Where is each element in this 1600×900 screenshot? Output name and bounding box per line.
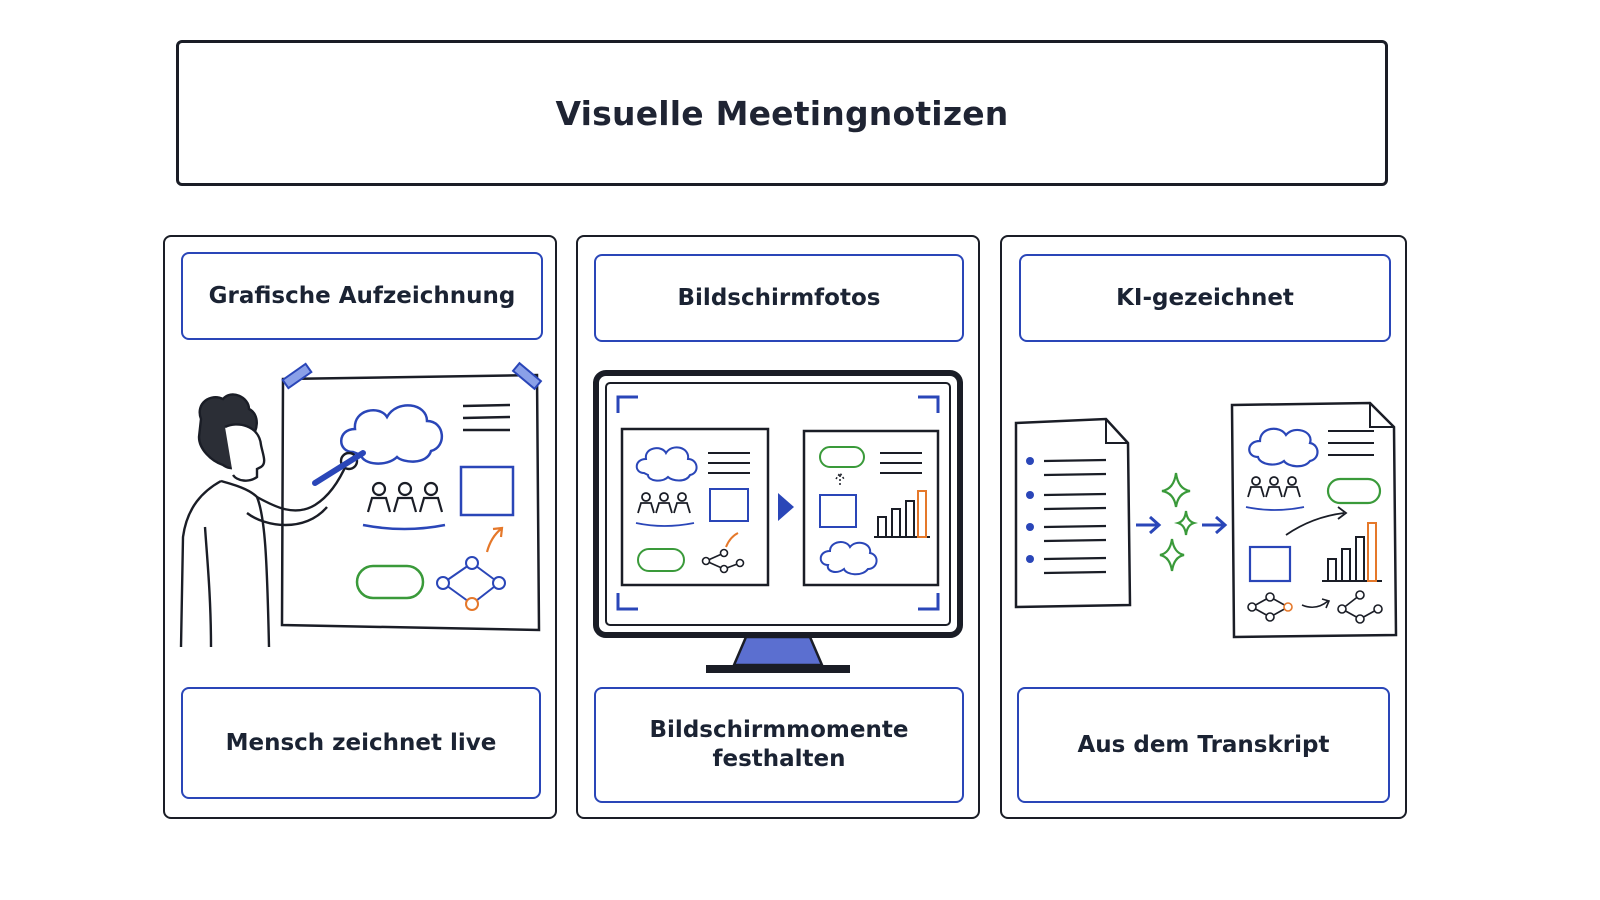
transcript-document-icon [1014, 417, 1132, 609]
panel-ai-drawn: KI-gezeichnet [1000, 235, 1407, 819]
panel-heading-box: Bildschirmfotos [594, 254, 964, 342]
panel-graphic-recording: Grafische Aufzeichnung [163, 235, 557, 819]
screenshot-before [620, 427, 770, 587]
monitor-illustration [593, 370, 963, 673]
person-drawing-illustration [179, 361, 543, 648]
monitor-stand [732, 635, 824, 667]
visual-notes-document-icon [1230, 401, 1398, 639]
sparkle-icon [1159, 472, 1198, 572]
network-icon [436, 556, 506, 611]
square-shape [459, 465, 515, 517]
panel-heading-box: KI-gezeichnet [1019, 254, 1391, 342]
arrow-icon [485, 526, 504, 553]
title-box: Visuelle Meetingnotizen [176, 40, 1388, 186]
pill-shape [355, 564, 425, 600]
capture-corners [616, 395, 940, 611]
panel-heading-box: Grafische Aufzeichnung [181, 252, 543, 340]
panel-caption-box: Bildschirmmomente festhalten [594, 687, 964, 803]
transform-arrows [1136, 515, 1228, 535]
panel-caption-box: Aus dem Transkript [1017, 687, 1390, 803]
page-title: Visuelle Meetingnotizen [555, 93, 1009, 133]
play-arrow-icon [778, 493, 794, 521]
panel-caption: Aus dem Transkript [1077, 731, 1330, 758]
panel-screenshots: Bildschirmfotos [576, 235, 980, 819]
panel-caption: Mensch zeichnet live [225, 729, 497, 756]
panel-heading: Grafische Aufzeichnung [208, 282, 516, 309]
cloud-icon [340, 404, 443, 465]
people-icon [362, 481, 446, 531]
whiteboard [280, 361, 543, 632]
panel-heading: KI-gezeichnet [1116, 284, 1294, 311]
panel-caption: Bildschirmmomente festhalten [649, 717, 909, 772]
person-figure [179, 393, 366, 648]
screenshot-after [802, 429, 940, 587]
panel-heading: Bildschirmfotos [677, 284, 881, 311]
text-lines [462, 403, 511, 432]
transcript-illustration [1014, 401, 1398, 639]
panel-caption-box: Mensch zeichnet live [181, 687, 541, 799]
